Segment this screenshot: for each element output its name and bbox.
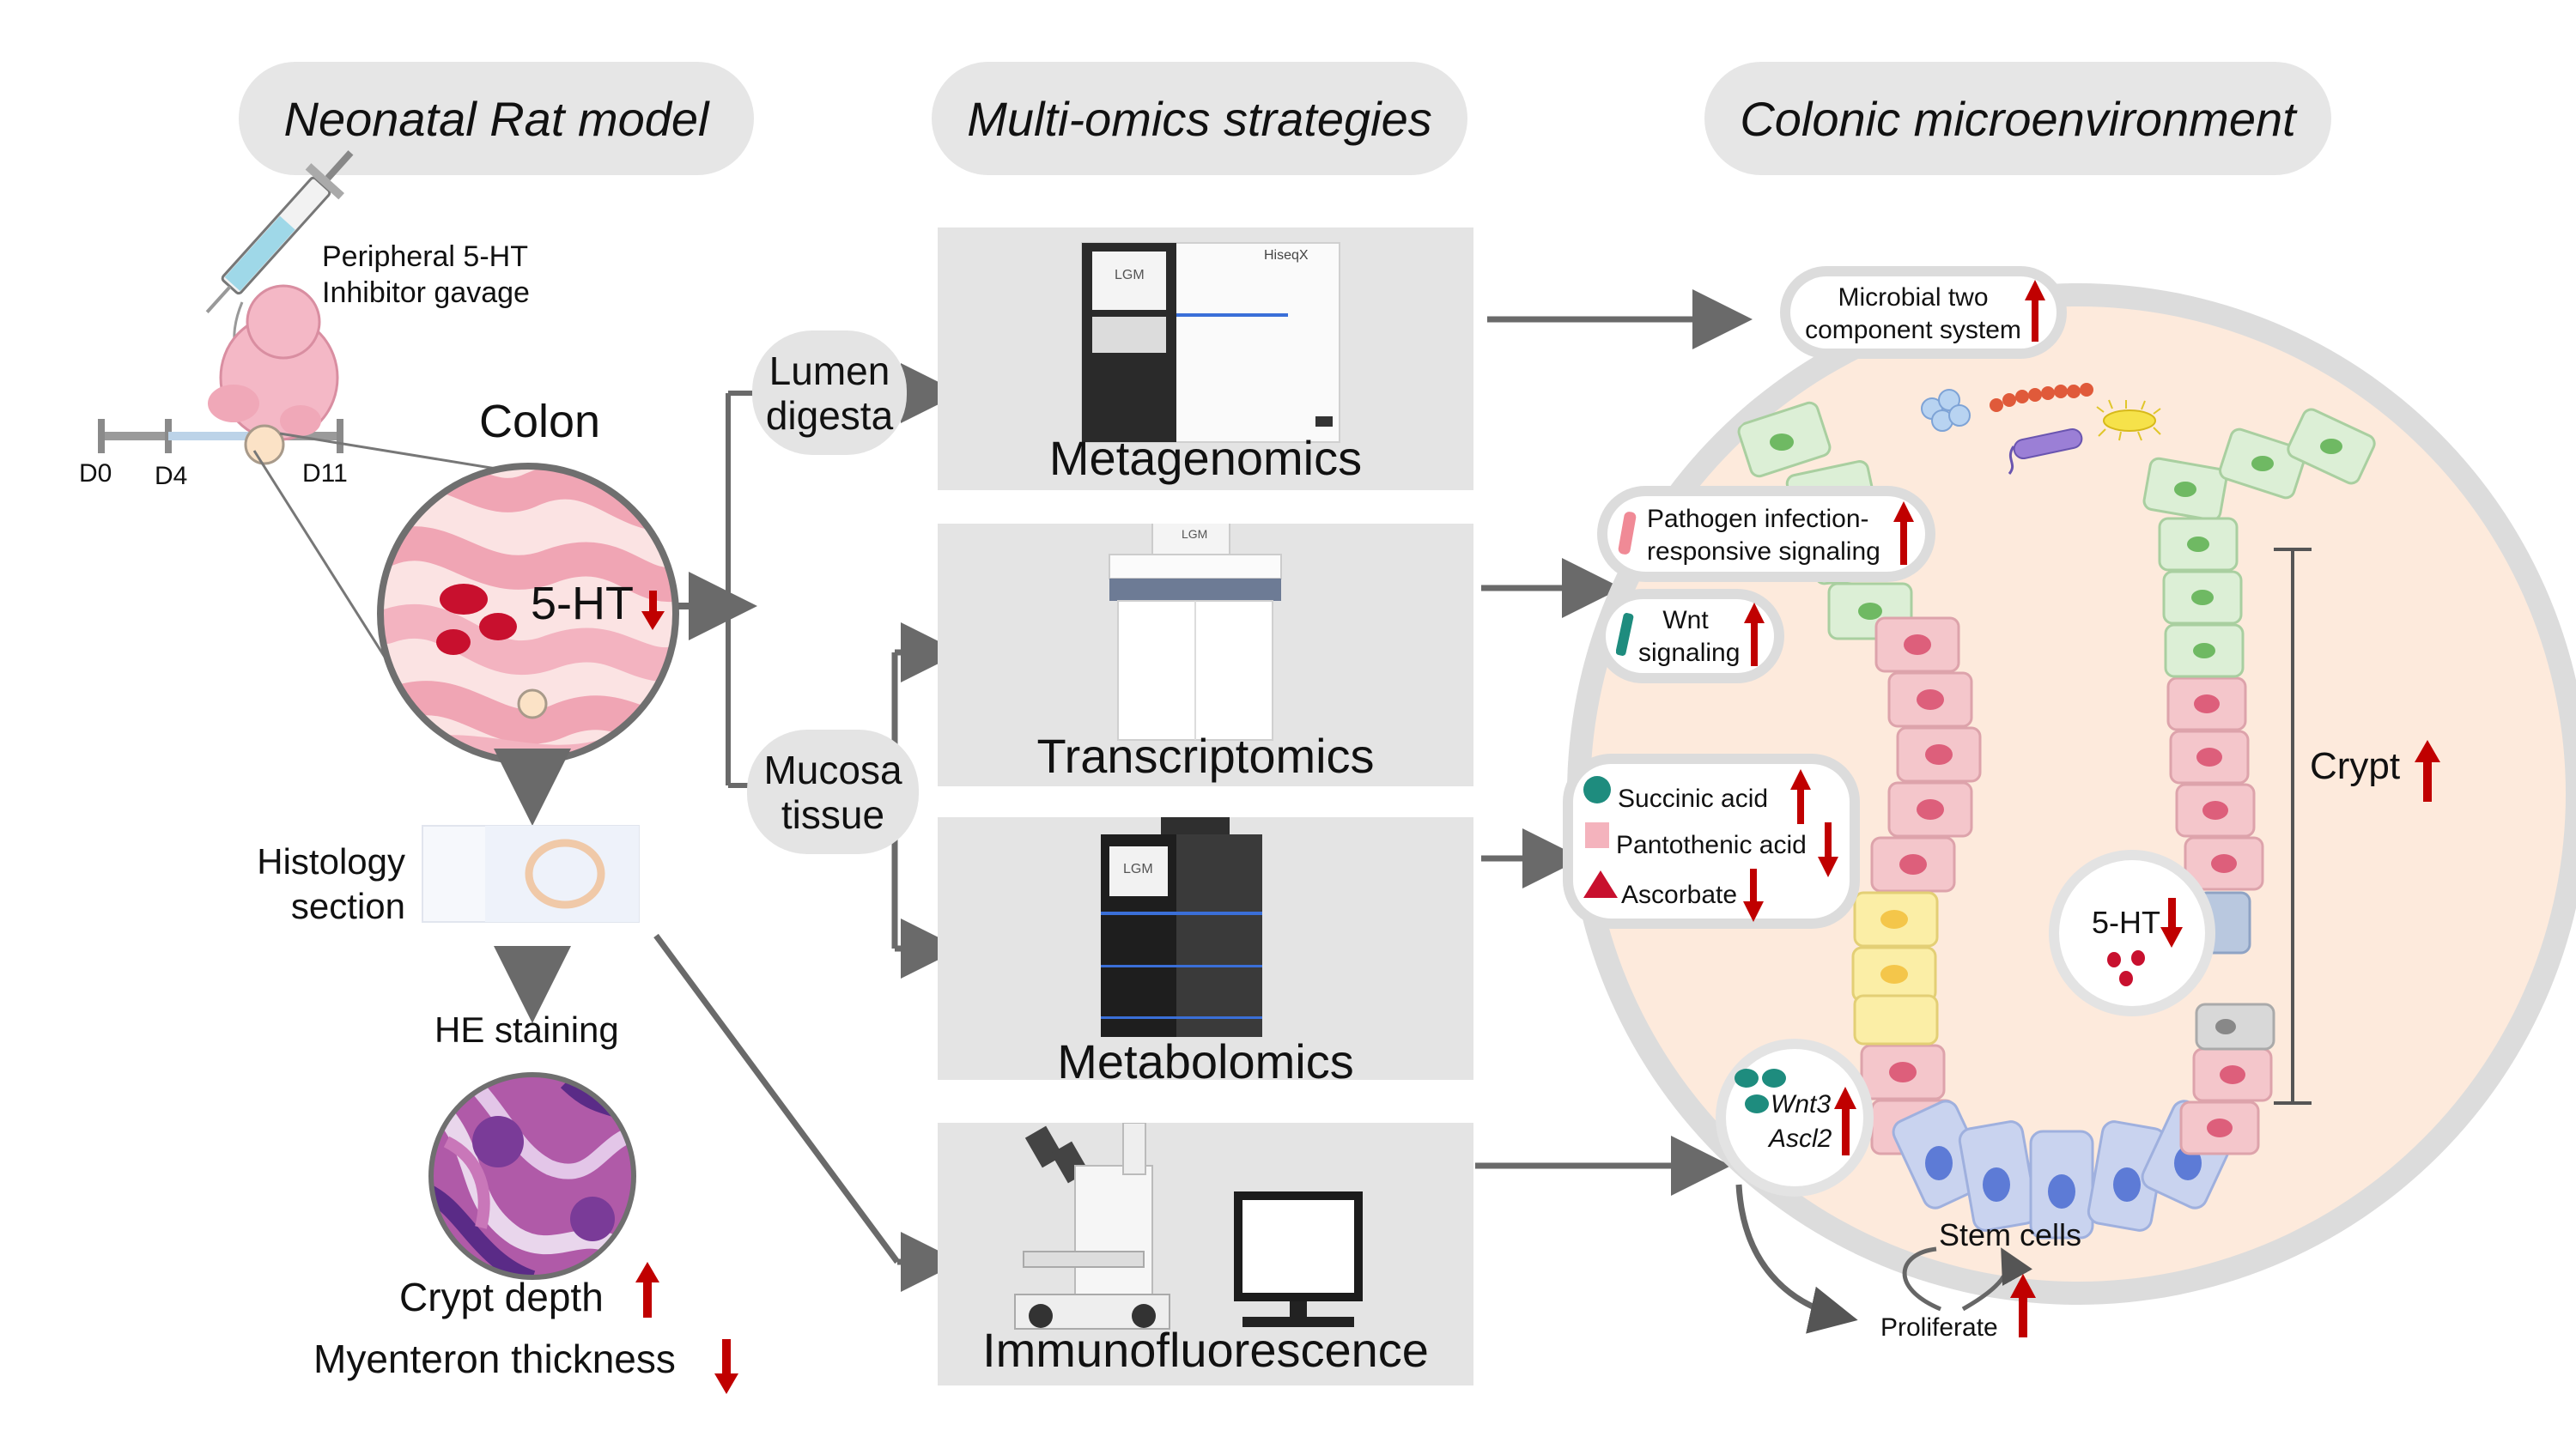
wnt3-ascl2-bubble: Wnt3 Ascl2	[1726, 1049, 1863, 1186]
wnt-signaling-callout: Wnt signaling	[1606, 599, 1774, 673]
mass-spectrometer-icon	[1101, 817, 1262, 1037]
crypt-depth-label: Crypt depth	[399, 1275, 604, 1319]
proliferate-up-arrow	[2010, 1274, 2036, 1337]
metabolomics-title: Metabolomics	[1057, 1034, 1354, 1088]
crypt-5ht-bubble: 5-HT	[2059, 860, 2205, 1006]
he-staining-label: HE staining	[434, 1009, 619, 1050]
timeline-d0: D0	[79, 459, 112, 488]
syringe-icon	[205, 150, 354, 313]
metagenomics-brand: LGM	[1115, 268, 1145, 282]
metagenomics-panel: LGM HiseqX Metagenomics	[938, 227, 1473, 490]
histology-section-image	[422, 825, 640, 923]
metabolomics-panel: LGM Metabolomics	[938, 817, 1473, 1088]
metagenomics-title: Metagenomics	[1048, 431, 1363, 485]
crypt-bracket	[2274, 548, 2312, 1105]
down-arrow-icon	[1743, 869, 1764, 922]
sequencer-icon	[1081, 242, 1340, 443]
pantothenic-acid-label: Pantothenic acid	[1616, 831, 1807, 859]
timeline-d4: D4	[155, 462, 188, 490]
wnt-marker-icon	[1616, 613, 1634, 656]
transcriptomics-panel: LGM Transcriptomics	[938, 524, 1473, 786]
pantothenic-acid-marker-icon	[1585, 822, 1609, 848]
metabolomics-brand: LGM	[1123, 862, 1153, 876]
up-arrow-icon	[2025, 280, 2045, 342]
proliferate-label: Proliferate	[1880, 1313, 1998, 1342]
down-arrow-icon	[1818, 822, 1838, 877]
header-rat-model: Neonatal Rat model	[239, 62, 754, 175]
header-colonic-microenvironment: Colonic microenvironment	[1704, 62, 2331, 175]
microscope-and-monitor-icon	[1014, 1123, 1363, 1330]
up-arrow-icon	[1893, 501, 1914, 565]
crypt-5ht-label: 5-HT	[2092, 905, 2160, 940]
transcriptomics-brand: LGM	[1182, 527, 1208, 541]
he-staining-image	[428, 1072, 636, 1280]
pathogen-signaling-callout: Pathogen infection- responsive signaling	[1607, 496, 1925, 572]
transcriptomics-title: Transcriptomics	[1036, 729, 1375, 783]
serotonin-dots-icon	[2107, 950, 2145, 986]
pathogen-marker-icon	[1618, 512, 1637, 555]
timeline-d11: D11	[302, 459, 348, 488]
crypt-depth-up-arrow	[635, 1262, 659, 1318]
microbial-two-component-callout: Microbial two component system	[1790, 276, 2057, 349]
crypt-up-arrow	[2415, 740, 2440, 802]
down-arrow-icon	[2160, 898, 2183, 948]
myenteron-label: Myenteron thickness	[313, 1337, 676, 1381]
metabolites-callout: Succinic acid Pantothenic acid Ascorbate	[1573, 764, 1850, 922]
crypt-label: Crypt	[2310, 745, 2401, 787]
colon-5ht-down-arrow	[641, 591, 665, 630]
header-multi-omics: Multi-omics strategies	[932, 62, 1467, 175]
succinic-acid-marker-icon	[1583, 776, 1611, 803]
ascorbate-label: Ascorbate	[1621, 881, 1738, 909]
immunofluorescence-panel: Immunofluorescence	[938, 1123, 1473, 1385]
stem-cells-label: Stem cells	[1939, 1217, 2082, 1252]
microbes-icon	[1921, 383, 2161, 475]
gavage-label: Peripheral 5-HT Inhibitor gavage	[322, 240, 530, 309]
colon-label: Colon	[479, 396, 601, 447]
myenteron-down-arrow	[714, 1339, 738, 1394]
metagenomics-model: HiseqX	[1264, 248, 1309, 263]
up-arrow-icon	[1790, 769, 1811, 824]
teal-dots-icon	[1735, 1069, 1786, 1113]
up-arrow-icon	[1834, 1087, 1856, 1155]
transcriptomics-instrument-icon	[1109, 524, 1282, 741]
colon-5ht-label: 5-HT	[531, 578, 634, 629]
up-arrow-icon	[1744, 603, 1765, 666]
histology-label: Histology section	[257, 841, 405, 926]
ascl2-label: Ascl2	[1769, 1125, 1832, 1153]
immunofluorescence-title: Immunofluorescence	[982, 1323, 1429, 1377]
succinic-acid-label: Succinic acid	[1618, 785, 1769, 813]
ascorbate-marker-icon	[1583, 870, 1618, 898]
wnt3-label: Wnt3	[1771, 1090, 1832, 1119]
